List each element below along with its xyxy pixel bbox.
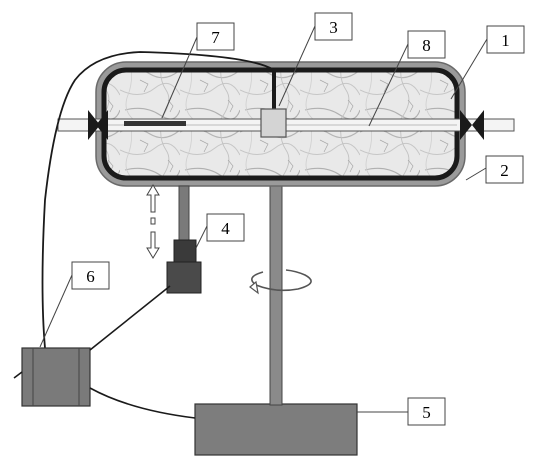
controller-box <box>21 347 91 407</box>
unit-4-body <box>166 261 202 294</box>
right-bearing-icon <box>460 110 484 140</box>
left-bearing-icon <box>88 110 108 140</box>
base-motor-box <box>194 403 358 456</box>
leader-lines <box>39 25 488 413</box>
unit-4-connector <box>173 239 197 265</box>
label-3: 3 <box>314 12 353 41</box>
label-4: 4 <box>206 213 245 242</box>
cable-unit4-to-controller <box>89 285 171 351</box>
label-5: 5 <box>407 397 446 426</box>
svg-text:8: 8 <box>422 36 431 55</box>
double-vertical-arrow-icon <box>146 184 160 259</box>
label-7: 7 <box>196 22 235 51</box>
svg-text:6: 6 <box>86 267 95 286</box>
label-6: 6 <box>71 261 110 290</box>
svg-text:3: 3 <box>329 18 338 37</box>
svg-text:1: 1 <box>501 31 510 50</box>
label-1: 1 <box>486 25 525 54</box>
probe-tube <box>178 185 190 243</box>
sensor-block <box>260 108 287 138</box>
rod-element-7 <box>124 121 186 126</box>
svg-text:4: 4 <box>221 219 230 238</box>
label-2: 2 <box>485 155 524 184</box>
svg-text:7: 7 <box>211 28 220 47</box>
cable-controller-to-base <box>89 387 196 419</box>
svg-text:2: 2 <box>500 161 509 180</box>
svg-text:5: 5 <box>422 403 431 422</box>
cable-sensor-to-controller <box>41 51 275 349</box>
cable-controller-stub <box>13 371 23 379</box>
circular-rotation-arrow-icon <box>249 269 312 295</box>
label-8: 8 <box>407 30 446 59</box>
